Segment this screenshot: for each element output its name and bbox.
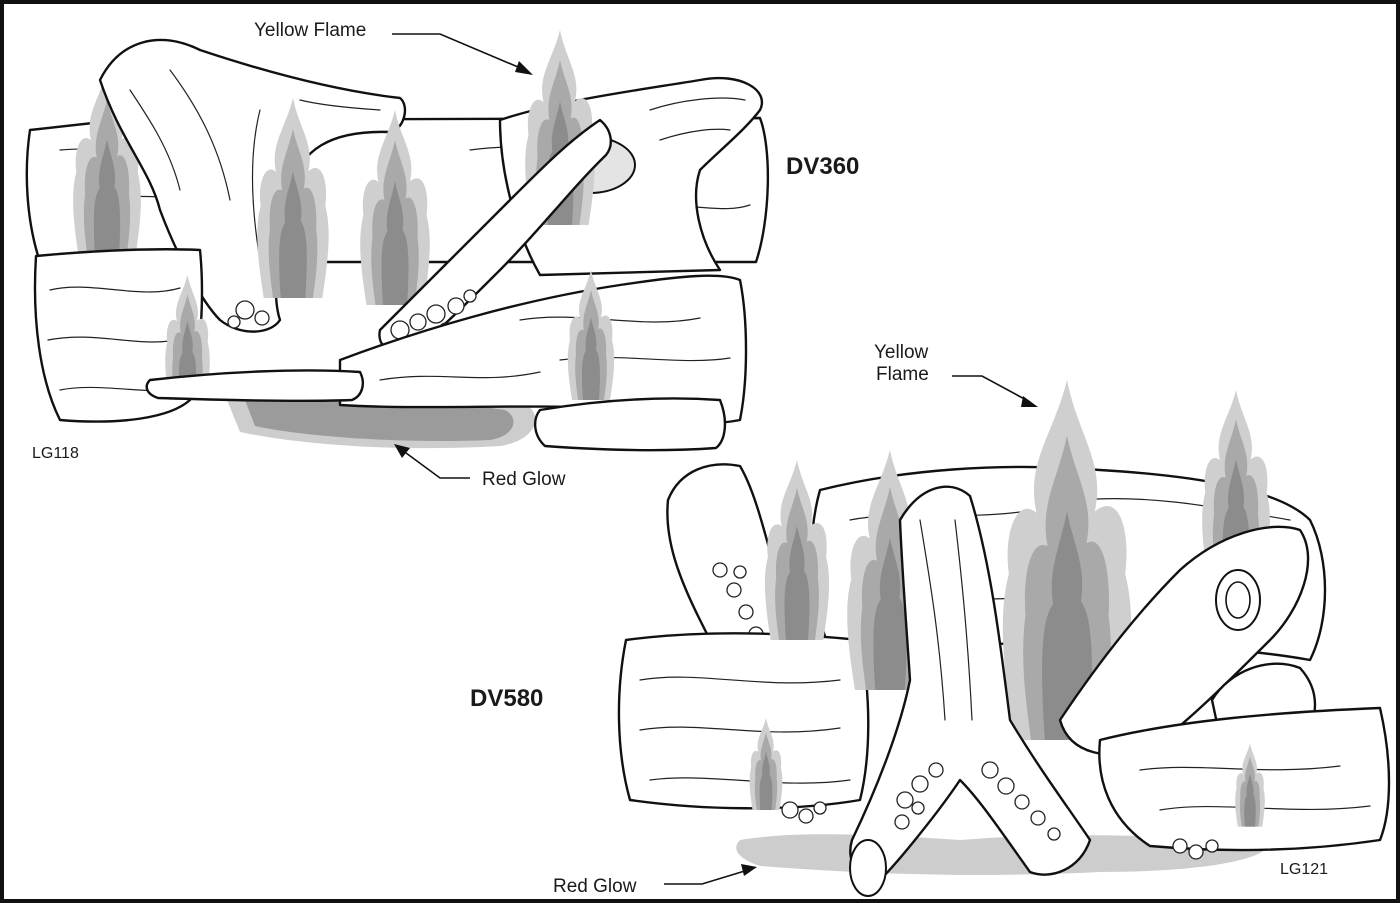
bottom-log-set [619, 380, 1389, 896]
bottom-flame-label-line1: Yellow [874, 342, 929, 363]
bottom-part-code: LG121 [1280, 861, 1328, 878]
bottom-glow-label: Red Glow [553, 876, 637, 897]
top-glow-label: Red Glow [482, 469, 566, 490]
top-part-code: LG118 [32, 445, 79, 462]
bottom-flame-leader [952, 376, 1030, 402]
bottom-glow-arrowhead [741, 864, 757, 876]
top-flame-arrowhead [515, 61, 533, 75]
bottom-model-label: DV580 [470, 685, 543, 712]
bottom-log-end [850, 840, 886, 896]
top-glow-leader [402, 450, 470, 478]
top-log-set [27, 30, 768, 450]
top-small-front-log [535, 398, 725, 450]
top-flame-label: Yellow Flame [254, 20, 366, 41]
bottom-flame-far-left [765, 460, 829, 640]
top-flame-leader [392, 34, 525, 70]
bottom-flame-arrowhead [1021, 396, 1038, 407]
top-model-label: DV360 [786, 153, 859, 180]
bottom-glow-leader [664, 870, 748, 884]
bottom-flame-label-line2: Flame [876, 364, 929, 385]
